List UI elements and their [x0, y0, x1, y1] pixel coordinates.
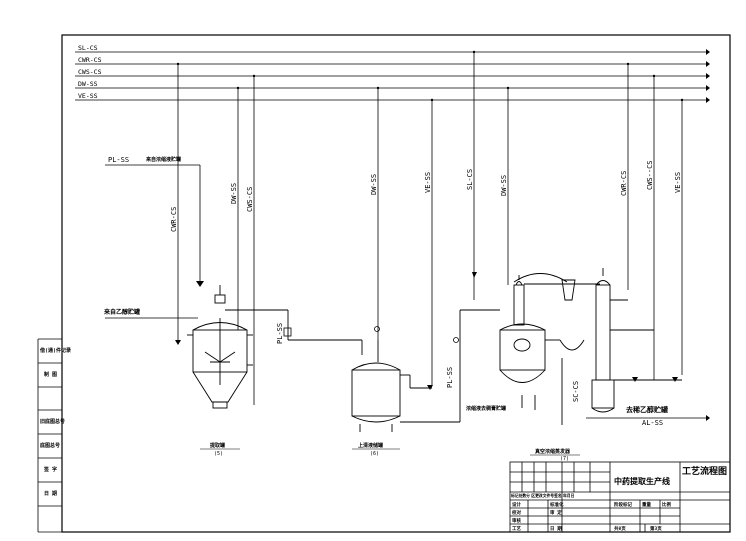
- label-pl-ss-top: PL-SS: [108, 156, 129, 164]
- label-to-paste-tank: 浓缩液去稠膏贮罐: [466, 405, 506, 412]
- header-dw: DW-SS: [78, 80, 98, 88]
- label-cws-cs-1: CWS-CS: [246, 187, 254, 212]
- strip-cell-4: 旧底图总号: [40, 418, 65, 425]
- label-dw-ss-1: DW-SS: [230, 183, 238, 204]
- title-block: [509, 461, 731, 533]
- row-col2-3: 日 期: [550, 525, 562, 532]
- label-from-ethanol-tank: 来自乙醇贮罐: [104, 308, 140, 316]
- drawing-frame: [61, 34, 731, 533]
- strip-cell-1: 制 图: [44, 371, 57, 378]
- strip-cell-5: 底图总号: [39, 442, 60, 449]
- extractor-tank: [187, 285, 363, 409]
- strip-cell-6: 签 字: [43, 466, 57, 473]
- label-from-solvent-tank: 来自浓缩液贮罐: [145, 156, 181, 163]
- row-role-0: 设计: [512, 501, 521, 508]
- extractor-name: 提取罐: [210, 442, 225, 449]
- project-name: 中药提取生产线: [614, 476, 670, 486]
- concentrator: [499, 268, 682, 425]
- row-role-1: 校对: [512, 509, 521, 516]
- label-dw-ss-3: DW-SS: [500, 175, 508, 196]
- concentrator-code: (7): [560, 456, 569, 462]
- scale-label: 比例: [662, 501, 671, 508]
- sight-glass: [283, 327, 292, 337]
- revision-header: 标记处数分 区更改文件号签名 年月日: [510, 493, 575, 498]
- label-dw-ss-2: DW-SS: [370, 174, 378, 195]
- settling-name: 上清液储罐: [358, 442, 383, 449]
- label-sl-cs-3: SL-CS: [466, 169, 474, 190]
- row-col2-1: 审 定: [550, 509, 562, 516]
- label-sc-cs: SC-CS: [572, 381, 580, 402]
- concentrator-name: 真空浓缩蒸发器: [535, 448, 571, 455]
- header-sl: SL-CS: [78, 44, 98, 52]
- weight-label: 重量: [642, 501, 651, 508]
- settling-tank: [351, 309, 500, 432]
- label-ve-ss-2: VE-SS: [424, 172, 432, 193]
- header-lines: [75, 51, 706, 101]
- strip-cell-7: 日 期: [44, 490, 57, 497]
- row-role-2: 审核: [512, 517, 521, 524]
- label-cws-cs-3: CWS--CS: [646, 160, 654, 190]
- row-role-3: 工艺: [512, 525, 521, 532]
- label-pl-ss-low: PL-SS: [446, 367, 454, 388]
- label-cwr-cs-3: CWR-CS: [620, 171, 628, 196]
- left-record-strip: [37, 338, 62, 533]
- label-cwr-cs-1: CWR-CS: [170, 207, 178, 232]
- drawing-title: 工艺流程图: [682, 465, 727, 477]
- vertical-pipes: [177, 52, 683, 405]
- sheet-number: 第3页: [650, 525, 662, 532]
- label-ve-ss-3: VE-SS: [674, 172, 682, 193]
- settling-code: (6): [370, 451, 379, 457]
- extractor-code: (5): [214, 451, 223, 457]
- header-ve: VE-SS: [78, 92, 98, 100]
- header-cws: CWS-CS: [78, 68, 102, 76]
- header-cwr: CWR-CS: [78, 56, 102, 64]
- label-al-ss: AL-SS: [642, 419, 663, 427]
- stage-mark: 阶段标记: [614, 501, 632, 508]
- strip-cell-0: 借(通)件记录: [39, 347, 71, 354]
- label-pl-ss-mid: PL-SS: [276, 323, 284, 344]
- label-to-ethanol-tank: 去稀乙醇贮罐: [626, 405, 668, 414]
- sheets-total: 共8页: [614, 525, 626, 532]
- row-col2-0: 标准化: [549, 501, 564, 508]
